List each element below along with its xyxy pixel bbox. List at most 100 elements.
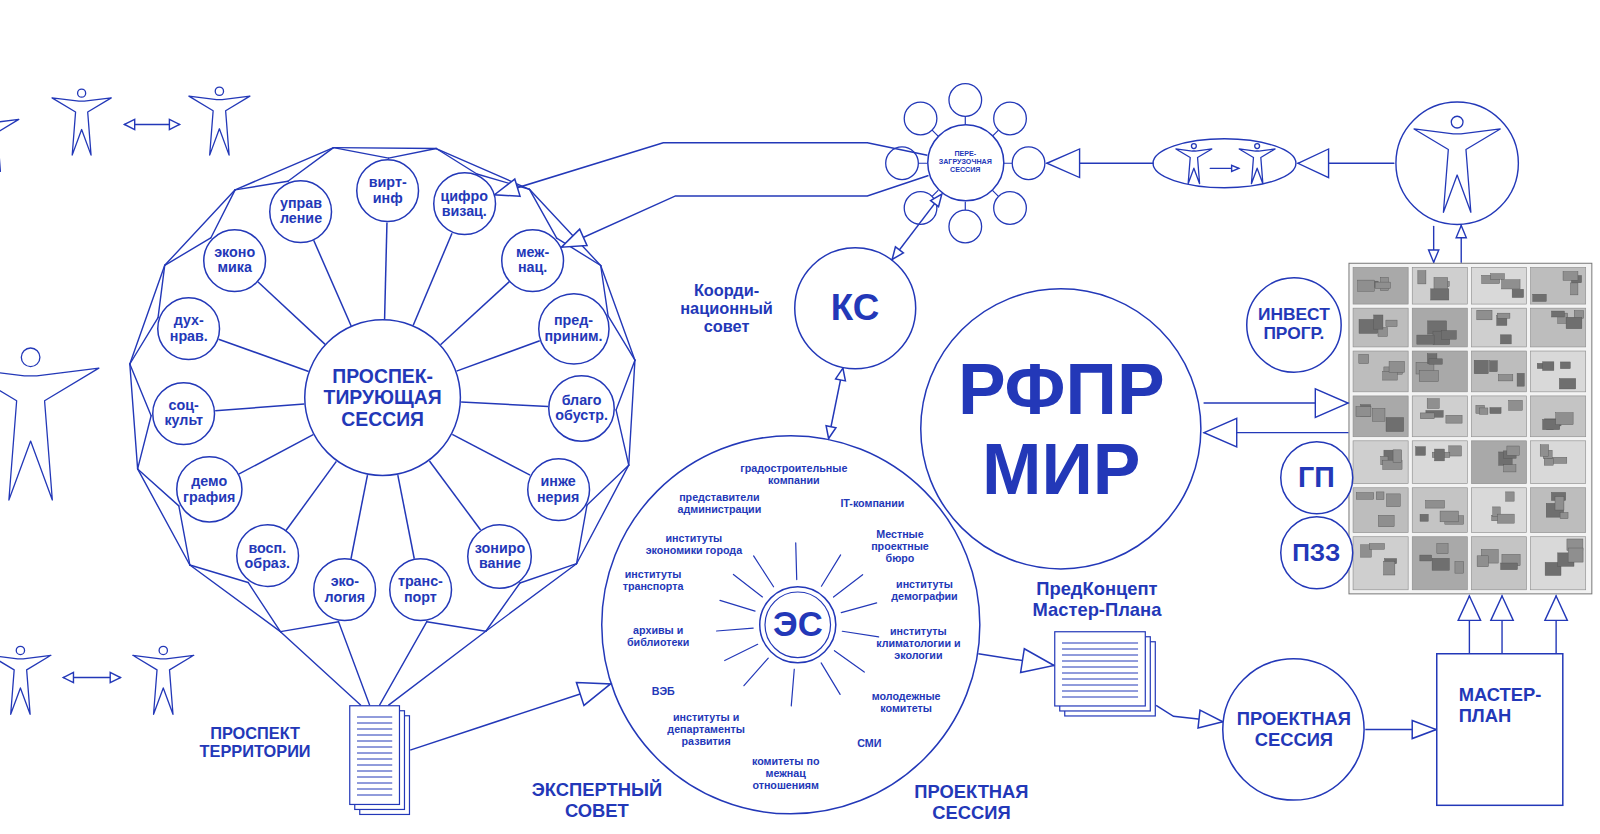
root-line (380, 622, 427, 705)
council-circle: КСКоорди- национный совет (794, 247, 916, 369)
branch-line (130, 364, 151, 416)
document-line (1062, 672, 1138, 673)
map-building (1431, 289, 1449, 300)
branch-line (280, 622, 338, 632)
circle-outline (1280, 442, 1352, 514)
circle-outline (502, 229, 564, 291)
branch-line (288, 148, 334, 182)
connector (410, 684, 610, 750)
topic-circle: управ ление (269, 180, 332, 243)
petal-outline (235, 148, 333, 190)
document-stack: ПредКонцепт Мастер-Плана (1054, 631, 1156, 717)
circle-outline (158, 298, 220, 360)
node-label: КС (831, 290, 879, 327)
node-heading: архивы и библиотеки (621, 624, 695, 648)
node-heading: представители администрации (668, 491, 770, 515)
text-group: инже нерия (537, 474, 579, 505)
root-line (339, 622, 370, 705)
document-line (357, 759, 392, 760)
topic-circle: транс- порт (389, 558, 452, 621)
circle-outline (602, 435, 980, 813)
map-building (1559, 379, 1575, 389)
shape-outline (349, 705, 410, 815)
text-group: меж- нац. (516, 245, 549, 276)
topic-circle: меж- нац. (501, 229, 564, 292)
circle-outline (1280, 517, 1352, 589)
arrow-head (1204, 418, 1237, 447)
node-label: МАСТЕР- ПЛАН (1459, 684, 1542, 726)
shape-outline (1436, 653, 1564, 806)
node-label: восп. образ. (245, 541, 290, 572)
circle-outline (765, 592, 831, 658)
map-block (1471, 351, 1526, 392)
map-building (1556, 413, 1573, 425)
node-label: управ ление (280, 196, 322, 227)
topic-circle: дух- нрав. (157, 297, 220, 360)
text-group: ИНВЕСТ ПРОГР. (1258, 305, 1330, 343)
document-circle: ПЗЗ (1280, 516, 1353, 589)
document-line (1062, 690, 1138, 691)
connector (429, 461, 480, 530)
free-label: ПРОЕКТНАЯ СЕССИЯ (914, 782, 1028, 823)
node-label: меж- нац. (516, 245, 549, 276)
person-head (1451, 116, 1463, 128)
ray-line (834, 651, 864, 672)
document-line (357, 735, 392, 736)
ray-line (842, 631, 878, 637)
document-line (357, 717, 392, 718)
map-block (1353, 396, 1408, 437)
topic-circle: эконо мика (203, 229, 266, 292)
connector (441, 282, 510, 345)
circle-outline (357, 160, 419, 222)
document-line (1062, 678, 1138, 679)
satellite-line (965, 202, 966, 210)
connector (413, 233, 452, 325)
connector (461, 402, 548, 406)
satellite-line (1004, 163, 1012, 164)
satellite-line (993, 191, 999, 197)
map-building (1359, 354, 1369, 363)
text-group: зониро вание (475, 541, 525, 572)
map-building (1566, 317, 1582, 328)
ray-line (841, 603, 876, 613)
topic-circle: восп. образ. (236, 524, 299, 587)
circle-outline (390, 559, 452, 621)
connector (351, 475, 367, 559)
map-block (1471, 441, 1526, 484)
connectors (215, 143, 1436, 750)
person-head (1191, 144, 1196, 149)
connector (892, 194, 942, 259)
connector (829, 368, 843, 438)
document-line (357, 765, 392, 766)
connector (258, 282, 325, 345)
map-building (1533, 294, 1547, 301)
person-figure (1239, 149, 1275, 184)
topic-circle: зониро вание (467, 524, 532, 589)
document-line (357, 747, 392, 748)
satellite-line (918, 163, 926, 164)
map-block (1412, 488, 1467, 533)
map-building (1420, 514, 1428, 521)
arrow-head (1298, 149, 1329, 178)
text-group: ЭС (773, 607, 823, 642)
map-building (1446, 415, 1462, 423)
arrow-head (1232, 165, 1239, 171)
map-building (1560, 512, 1568, 518)
map-building (1434, 449, 1444, 461)
petal-outline (334, 147, 437, 149)
satellite-circle (949, 84, 982, 117)
person-figure (0, 368, 99, 500)
circle-outline (468, 524, 532, 588)
map-building (1498, 375, 1512, 381)
node-heading: ВЭБ (643, 685, 684, 697)
people-ellipse (1153, 139, 1296, 188)
node-heading: молодежные комитеты (865, 690, 947, 714)
connector (239, 435, 314, 474)
node-label: зониро вание (475, 541, 525, 572)
map-building (1563, 272, 1578, 281)
document-line (357, 795, 392, 796)
connector (398, 475, 414, 559)
topic-circle: эко- логия (313, 558, 376, 621)
topic-circle: благо обустр. (548, 375, 615, 442)
document-line (357, 777, 392, 778)
